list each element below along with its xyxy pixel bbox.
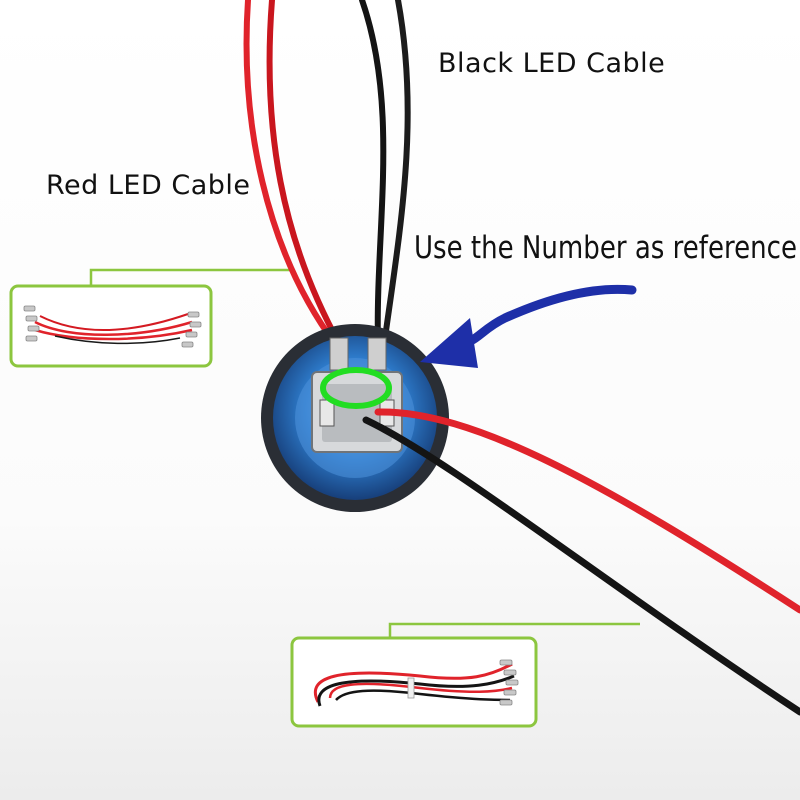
- red-led-wire-1: [243, 0, 339, 348]
- callout-line-red: [89, 268, 290, 285]
- inset-red-cable-bundle: [9, 284, 213, 368]
- red-switch-wire: [374, 408, 800, 614]
- red-led-wire-2: [266, 0, 343, 348]
- callout-line-black: [388, 622, 640, 638]
- black-switch-wire: [362, 416, 800, 716]
- black-led-wire-2: [381, 0, 411, 348]
- number-reference-label: Use the Number as reference: [414, 230, 797, 266]
- reference-arrow: [420, 284, 637, 368]
- inset-black-cable-bundle: [290, 636, 538, 728]
- red-led-cable-label: Red LED Cable: [46, 170, 251, 201]
- black-led-wire-1: [359, 0, 387, 348]
- black-led-cable-label: Black LED Cable: [438, 48, 666, 79]
- number-highlight-ring: [320, 367, 392, 409]
